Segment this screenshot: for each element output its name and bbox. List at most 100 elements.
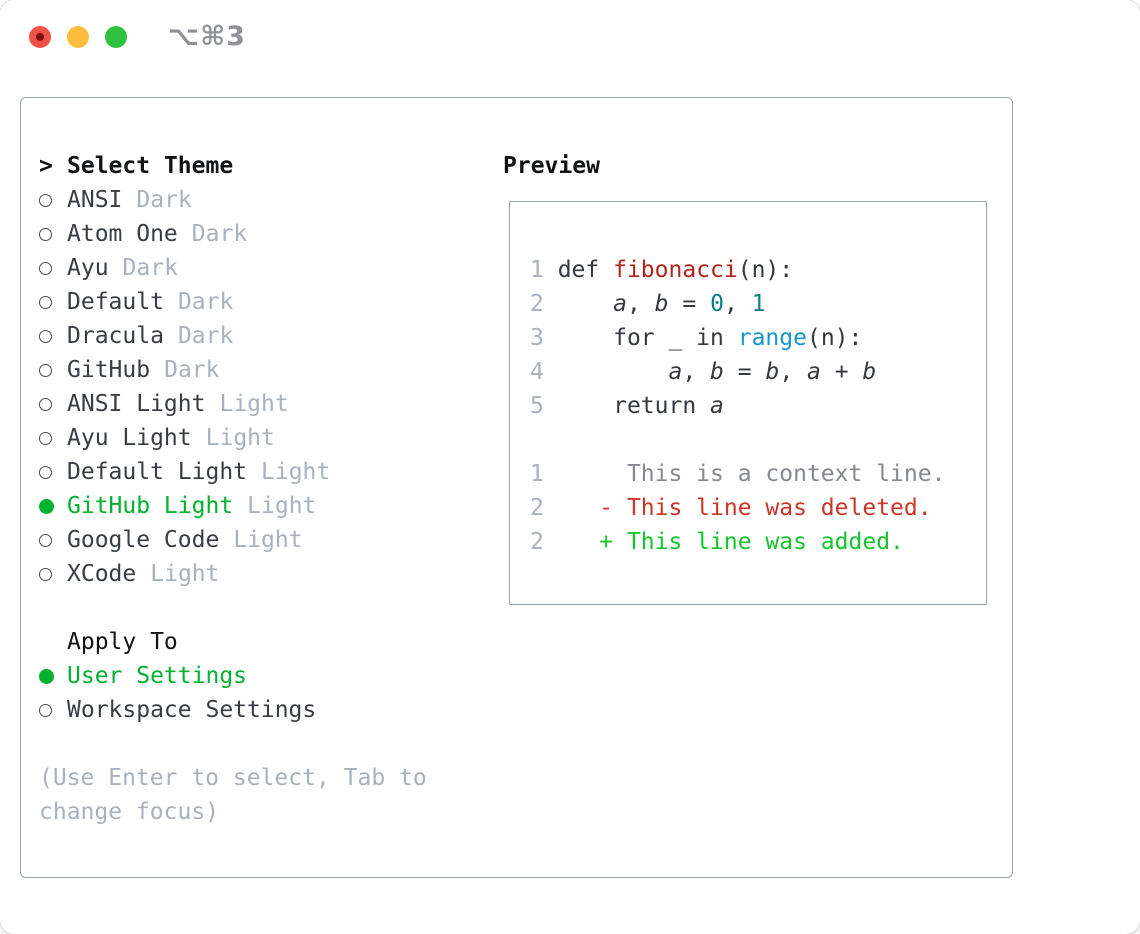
theme-option[interactable]: Ayu Light Light: [39, 421, 427, 455]
code-segment: a: [613, 291, 627, 317]
option-label: Dracula: [67, 323, 164, 349]
radio-marker: [39, 703, 67, 717]
line-number: 2: [530, 291, 544, 317]
radio-unselected-icon: [39, 363, 52, 377]
theme-option[interactable]: Default Light Light: [39, 455, 427, 489]
radio-unselected-icon: [39, 295, 52, 309]
radio-marker: [39, 329, 67, 343]
help-text-line-2: change focus): [39, 799, 220, 825]
code-line: 1 def fibonacci(n):: [530, 253, 986, 287]
theme-list-title: Select Theme: [67, 153, 234, 179]
cursor-marker-icon: >: [39, 153, 53, 179]
radio-unselected-icon: [39, 533, 52, 547]
zoom-button[interactable]: [105, 26, 127, 48]
code-segment: (n):: [737, 257, 794, 283]
traffic-lights: [29, 26, 127, 48]
option-variant-label: Light: [247, 493, 317, 519]
option-variant-label: Dark: [122, 255, 178, 281]
option-label: Ayu Light: [67, 425, 192, 451]
radio-marker: [39, 431, 67, 445]
code-segment: range: [737, 325, 807, 351]
spacer: [39, 591, 427, 625]
help-text-line-1: (Use Enter to select, Tab to: [39, 765, 427, 791]
code-segment: a: [710, 393, 724, 419]
theme-option[interactable]: Google Code Light: [39, 523, 427, 557]
option-label: GitHub Light: [67, 493, 234, 519]
radio-unselected-icon: [39, 703, 52, 717]
theme-option[interactable]: Dracula Dark: [39, 319, 427, 353]
option-variant-label: Light: [205, 425, 275, 451]
line-number: 1: [530, 461, 544, 487]
radio-marker: [39, 295, 67, 309]
code-line: 3 for _ in range(n):: [530, 321, 986, 355]
code-segment: This is a context line.: [543, 461, 946, 487]
code-segment: (n):: [806, 325, 863, 351]
radio-unselected-icon: [39, 227, 52, 241]
apply-to-option[interactable]: User Settings: [39, 659, 427, 693]
option-label: Ayu: [67, 255, 109, 281]
apply-to-option[interactable]: Workspace Settings: [39, 693, 427, 727]
radio-unselected-icon: [39, 329, 52, 343]
spacer: [39, 727, 427, 761]
code-segment: 1: [751, 291, 766, 317]
code-segment: + This line was added.: [543, 529, 904, 555]
radio-selected-icon: [39, 498, 54, 514]
radio-marker: [39, 465, 67, 479]
option-label: Default Light: [67, 459, 248, 485]
code-segment: - This line was deleted.: [543, 495, 932, 521]
line-number: 3: [530, 325, 544, 351]
theme-option[interactable]: Atom One Dark: [39, 217, 427, 251]
code-segment: ,: [626, 291, 655, 317]
line-number: 1: [530, 257, 544, 283]
code-segment: b: [654, 291, 669, 317]
radio-marker: [39, 193, 67, 207]
radio-unselected-icon: [39, 567, 52, 581]
code-segment: ,: [682, 359, 711, 385]
option-variant-label: Dark: [177, 323, 234, 349]
radio-marker: [39, 261, 67, 275]
radio-marker: [39, 363, 67, 377]
window-title: ⌥⌘3: [168, 21, 246, 52]
code-segment: 0: [710, 291, 724, 317]
theme-option[interactable]: Ayu Dark: [39, 251, 427, 285]
minimize-button[interactable]: [67, 26, 89, 48]
option-label: Google Code: [67, 527, 220, 553]
line-number: 5: [530, 393, 544, 419]
code-line: 5 return a: [530, 389, 986, 423]
option-variant-label: Light: [150, 561, 220, 587]
theme-option[interactable]: GitHub Light Light: [39, 489, 427, 523]
apply-to-title: Apply To: [67, 629, 178, 655]
radio-unselected-icon: [39, 261, 52, 275]
code-segment: fibonacci: [613, 257, 738, 283]
code-segment: =: [668, 291, 711, 317]
option-variant-label: Dark: [191, 221, 248, 247]
theme-list-header: > Select Theme: [39, 149, 427, 183]
code-line: 2 a, b = 0, 1: [530, 287, 986, 321]
radio-unselected-icon: [39, 431, 52, 445]
close-button[interactable]: [29, 26, 51, 48]
radio-unselected-icon: [39, 193, 52, 207]
radio-marker: [39, 533, 67, 547]
option-label: ANSI Light: [67, 391, 206, 417]
option-variant-label: Light: [233, 527, 303, 553]
radio-unselected-icon: [39, 397, 52, 411]
code-line: 4 a, b = b, a + b: [530, 355, 986, 389]
radio-unselected-icon: [39, 465, 52, 479]
option-variant-label: Light: [261, 459, 331, 485]
radio-marker: [39, 227, 67, 241]
line-number: 2: [530, 495, 544, 521]
line-number: 2: [530, 529, 544, 555]
apply-to-header: Apply To: [39, 625, 427, 659]
option-variant-label: Dark: [177, 289, 234, 315]
option-label: Atom One: [67, 221, 178, 247]
